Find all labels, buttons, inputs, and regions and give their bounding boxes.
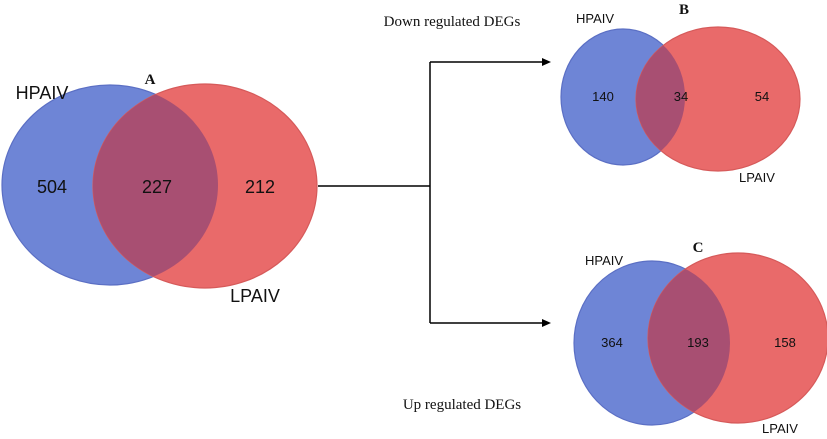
venn-c-caption: Up regulated DEGs xyxy=(403,397,521,413)
venn-b-lpaiv-label: LPAIV xyxy=(739,170,775,185)
venn-a-intersection-count: 227 xyxy=(142,177,172,197)
venn-c-lpaiv-only-count: 158 xyxy=(774,335,796,350)
venn-a: A HPAIV LPAIV 504 227 212 xyxy=(1,72,318,306)
venn-a-lpaiv-only-count: 212 xyxy=(245,177,275,197)
venn-c-lpaiv-label: LPAIV xyxy=(762,421,798,436)
venn-c-hpaiv-label: HPAIV xyxy=(585,253,623,268)
venn-c-overlap-region xyxy=(648,261,730,423)
venn-b-panel-label: B xyxy=(679,2,689,18)
venn-a-overlap-region xyxy=(93,85,218,285)
venn-a-panel-label: A xyxy=(145,72,156,88)
venn-a-lpaiv-label: LPAIV xyxy=(230,286,280,306)
venn-c-intersection-count: 193 xyxy=(687,335,709,350)
arrowhead-to-c xyxy=(542,319,551,327)
venn-b: Down regulated DEGs B HPAIV LPAIV 140 34… xyxy=(384,2,801,185)
arrowhead-to-b xyxy=(542,58,551,66)
venn-b-caption: Down regulated DEGs xyxy=(384,14,521,30)
venn-b-hpaiv-only-count: 140 xyxy=(592,89,614,104)
connector xyxy=(318,61,543,324)
venn-b-hpaiv-label: HPAIV xyxy=(576,11,614,26)
venn-c: Up regulated DEGs C HPAIV LPAIV 364 193 … xyxy=(403,240,827,436)
venn-b-intersection-count: 34 xyxy=(674,89,688,104)
venn-a-hpaiv-label: HPAIV xyxy=(16,83,69,103)
venn-a-hpaiv-only-count: 504 xyxy=(37,177,67,197)
venn-b-lpaiv-only-count: 54 xyxy=(755,89,769,104)
venn-c-hpaiv-only-count: 364 xyxy=(601,335,623,350)
venn-c-panel-label: C xyxy=(693,240,704,256)
